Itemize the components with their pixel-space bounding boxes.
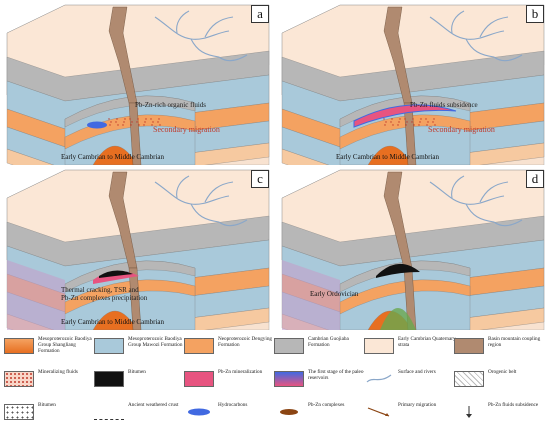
legend-label: Orogenic belt	[488, 369, 517, 375]
legend-item: Surface and rivers	[364, 369, 454, 393]
legend-item: The first stage of the paleo-reservoirs	[274, 369, 366, 393]
legend-label: Mineralizing fluids	[38, 369, 78, 375]
legend-item: Pb-Zn mineralization	[184, 369, 274, 393]
panel-annotation: Pb-Zn complexes precipitation	[61, 294, 148, 302]
panel-time-caption: Early Ordovician	[310, 290, 359, 298]
legend-label: Surface and rivers	[398, 369, 436, 375]
swatch-brown	[454, 338, 484, 354]
anticline-cap	[339, 260, 471, 293]
swatch-orange	[184, 338, 214, 354]
legend: Mesoproterozoic Baodiya Group Shangliang…	[4, 336, 546, 436]
panel-label: d	[526, 170, 544, 188]
green-core	[380, 308, 416, 330]
panel-time-caption: Early Cambrian to Middle Cambrian	[336, 153, 440, 161]
orange-band	[339, 279, 471, 315]
purple-zone	[282, 260, 340, 330]
legend-item: Pb-Zn complexes	[274, 402, 364, 426]
secondary-migration-label: Secondary migration	[428, 125, 495, 134]
panel-label: b	[526, 5, 544, 23]
legend-item: Pb-Zn fluids subsidence	[454, 402, 544, 426]
legend-item: Hydrocarbons	[184, 402, 274, 426]
dots-icon	[4, 404, 34, 420]
legend-label: Cambrian Guojiaba Formation	[308, 336, 349, 348]
hydrocarbon-ellipse	[87, 121, 107, 129]
swatch-cream	[364, 338, 394, 354]
swatch-blue	[94, 338, 124, 354]
legend-item: Neoproterozoic Dengying Formation	[184, 336, 274, 360]
panel-annotation: Pb-Zn-rich organic fluids	[135, 101, 207, 109]
legend-label: Hydrocarbons	[218, 402, 248, 408]
river-icon	[154, 10, 248, 62]
legend-label: Mesoproterozoic Baodiya Group Mawozi For…	[128, 336, 183, 348]
panel-label: c	[251, 170, 269, 188]
swatch-blue-red	[274, 371, 304, 387]
legend-item: Orogenic belt	[454, 369, 544, 393]
purple-zone	[7, 260, 65, 330]
legend-item: Ancient weathered crust	[94, 402, 184, 426]
reservoir-first-stage	[353, 104, 457, 128]
legend-label: Pb-Zn mineralization	[218, 369, 263, 375]
legend-item: Early Cambrian Quaternary strata	[364, 336, 456, 360]
swatch-magenta	[184, 371, 214, 387]
legend-label: Bitumen	[128, 369, 146, 375]
legend-label: Ancient weathered crust	[128, 402, 179, 408]
legend-item: Bitumen	[94, 369, 184, 393]
swatch-black	[94, 371, 124, 387]
legend-item: Mineralizing fluids	[4, 369, 94, 393]
panel-time-caption: Early Cambrian to Middle Cambrian	[61, 153, 165, 161]
stratum-4	[281, 142, 545, 165]
orange-band	[339, 114, 471, 150]
swatch-grey	[274, 338, 304, 354]
legend-item: Mesoproterozoic Baodiya Group Shangliang…	[4, 336, 94, 360]
secondary-migration-label: Secondary migration	[153, 125, 220, 134]
legend-label: Early Cambrian Quaternary strata	[398, 336, 456, 348]
legend-item: Mesoproterozoic Baodiya Group Mawozi For…	[94, 336, 184, 360]
river-icon	[154, 175, 248, 227]
legend-label: Primary migration	[398, 402, 437, 408]
orange-band	[64, 279, 196, 315]
legend-label: Bitumen	[38, 402, 56, 408]
mineralizing-fluid-dots	[383, 118, 436, 126]
arrow-diagonal-icon	[364, 404, 394, 420]
legend-label: Neoproterozoic Dengying Formation	[218, 336, 273, 348]
legend-item: Basin mountain coupling region	[454, 336, 544, 360]
panel-annotation: Pb-Zn fluids subsidence	[410, 101, 478, 109]
bitumen-lens	[376, 263, 420, 278]
swatch-orange-core	[4, 338, 34, 354]
legend-item: Cambrian Guojiaba Formation	[274, 336, 364, 360]
legend-label: The first stage of the paleo-reservoirs	[308, 369, 366, 381]
legend-label: Pb-Zn fluids subsidence	[488, 402, 539, 408]
panel-annotation: Thermal cracking, TSR and	[61, 286, 139, 294]
anticline-cap	[64, 95, 196, 128]
ellipse-brown-icon	[274, 404, 304, 420]
hatch-icon	[454, 371, 484, 387]
legend-item: Bitumen	[4, 402, 94, 426]
river-icon	[429, 175, 523, 227]
arrow-down-icon	[454, 404, 484, 420]
crust-icon	[94, 404, 124, 420]
swatch-red-dots	[4, 371, 34, 387]
panel-label: a	[251, 5, 269, 23]
fault-wall	[128, 267, 142, 330]
ellipse-blue-icon	[184, 404, 214, 420]
legend-label: Mesoproterozoic Baodiya Group Shangliang…	[38, 336, 92, 354]
river-icon	[429, 10, 523, 62]
bitumen-top	[99, 270, 133, 278]
mineralizing-fluid-dots	[108, 118, 161, 126]
legend-label: Basin mountain coupling region	[488, 336, 541, 348]
river-icon	[364, 371, 394, 387]
legend-item: Primary migration	[364, 402, 454, 426]
legend-label: Pb-Zn complexes	[308, 402, 345, 408]
stratum-4	[6, 142, 270, 165]
panel-time-caption: Early Cambrian to Middle Cambrian	[61, 318, 165, 326]
